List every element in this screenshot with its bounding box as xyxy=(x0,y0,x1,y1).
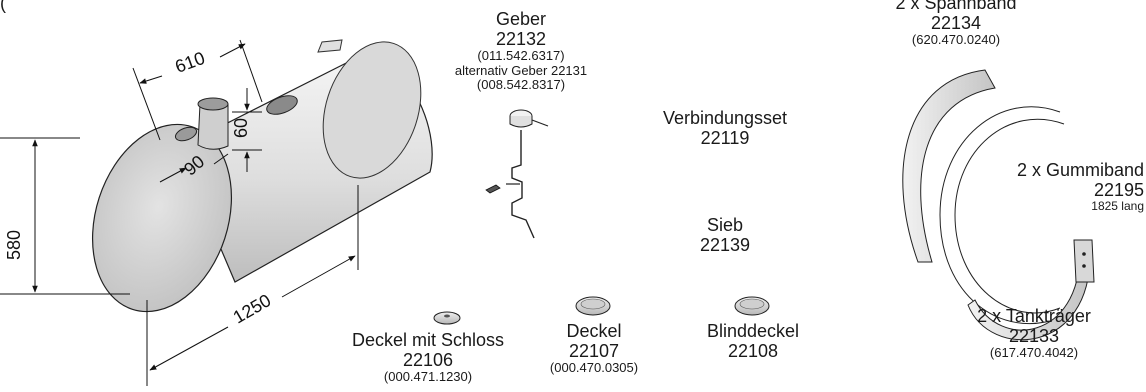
dimension-lines xyxy=(0,39,359,386)
part-number: 22106 xyxy=(402,350,454,371)
part-code: (617.470.4042) xyxy=(989,345,1079,361)
part-number: 22195 xyxy=(1093,180,1144,201)
dimension-length: 1250 xyxy=(230,290,275,327)
sensor-illustration xyxy=(485,109,549,239)
part-strainer: Sieb 22139 xyxy=(670,215,780,255)
part-name: 2 x Spannband xyxy=(895,0,1017,13)
part-name: Blinddeckel xyxy=(706,321,800,341)
part-alternative-code: (008.542.8317) xyxy=(476,77,566,93)
tank-opening xyxy=(174,126,198,142)
tension-band-illustration xyxy=(902,69,996,263)
part-code: (000.471.1230) xyxy=(383,369,473,385)
part-number: 22139 xyxy=(699,235,751,256)
tank-illustration xyxy=(91,39,433,313)
part-note: 1825 lang xyxy=(1091,199,1144,214)
part-blind-cover: Blinddeckel 22108 xyxy=(690,321,816,361)
tank-opening xyxy=(266,95,298,115)
part-code: (011.542.6317) xyxy=(477,48,565,64)
part-number: 22133 xyxy=(1008,326,1060,347)
part-tension-band: 2 x Spannband 22134 (620.470.0240) xyxy=(874,0,1038,48)
part-number: 22119 xyxy=(700,128,750,149)
part-name: 2 x Tankträger xyxy=(977,306,1091,326)
part-rubber-band: 2 x Gummiband 22195 1825 lang xyxy=(1017,160,1144,214)
part-sensor: Geber 22132 (011.542.6317) alternativ Ge… xyxy=(408,9,634,93)
dimension-height: 580 xyxy=(4,230,24,260)
part-alternative: alternativ Geber 22131 xyxy=(454,62,588,78)
header-fragment: ( xyxy=(0,0,6,13)
part-number: 22134 xyxy=(930,13,982,34)
tank-support-illustration xyxy=(967,239,1095,341)
part-code: (620.470.0240) xyxy=(911,32,1001,48)
part-name: Verbindungsset xyxy=(662,108,788,128)
dimension-neck-height: 60 xyxy=(231,118,251,138)
part-name: Geber xyxy=(495,9,547,29)
part-name: Deckel xyxy=(566,321,622,341)
part-connection-set: Verbindungsset 22119 xyxy=(640,108,810,148)
rubber-band-illustration xyxy=(939,106,1065,324)
lock-cover-illustration xyxy=(433,311,461,325)
dimension-opening-distance: 610 xyxy=(172,48,207,77)
part-name: Deckel mit Schloss xyxy=(351,330,505,350)
part-number: 22107 xyxy=(568,341,620,362)
part-cover: Deckel 22107 (000.470.0305) xyxy=(542,321,646,376)
part-tank-support: 2 x Tankträger 22133 (617.470.4042) xyxy=(952,306,1116,361)
part-code: (000.470.0305) xyxy=(549,360,639,376)
part-number: 22132 xyxy=(495,29,547,50)
cover-illustration xyxy=(575,296,611,316)
blind-cover-illustration xyxy=(734,296,770,316)
part-name: Sieb xyxy=(706,215,744,235)
part-name: 2 x Gummiband xyxy=(1016,160,1144,180)
part-lock-cover: Deckel mit Schloss 22106 (000.471.1230) xyxy=(330,330,526,385)
part-number: 22108 xyxy=(727,341,779,362)
